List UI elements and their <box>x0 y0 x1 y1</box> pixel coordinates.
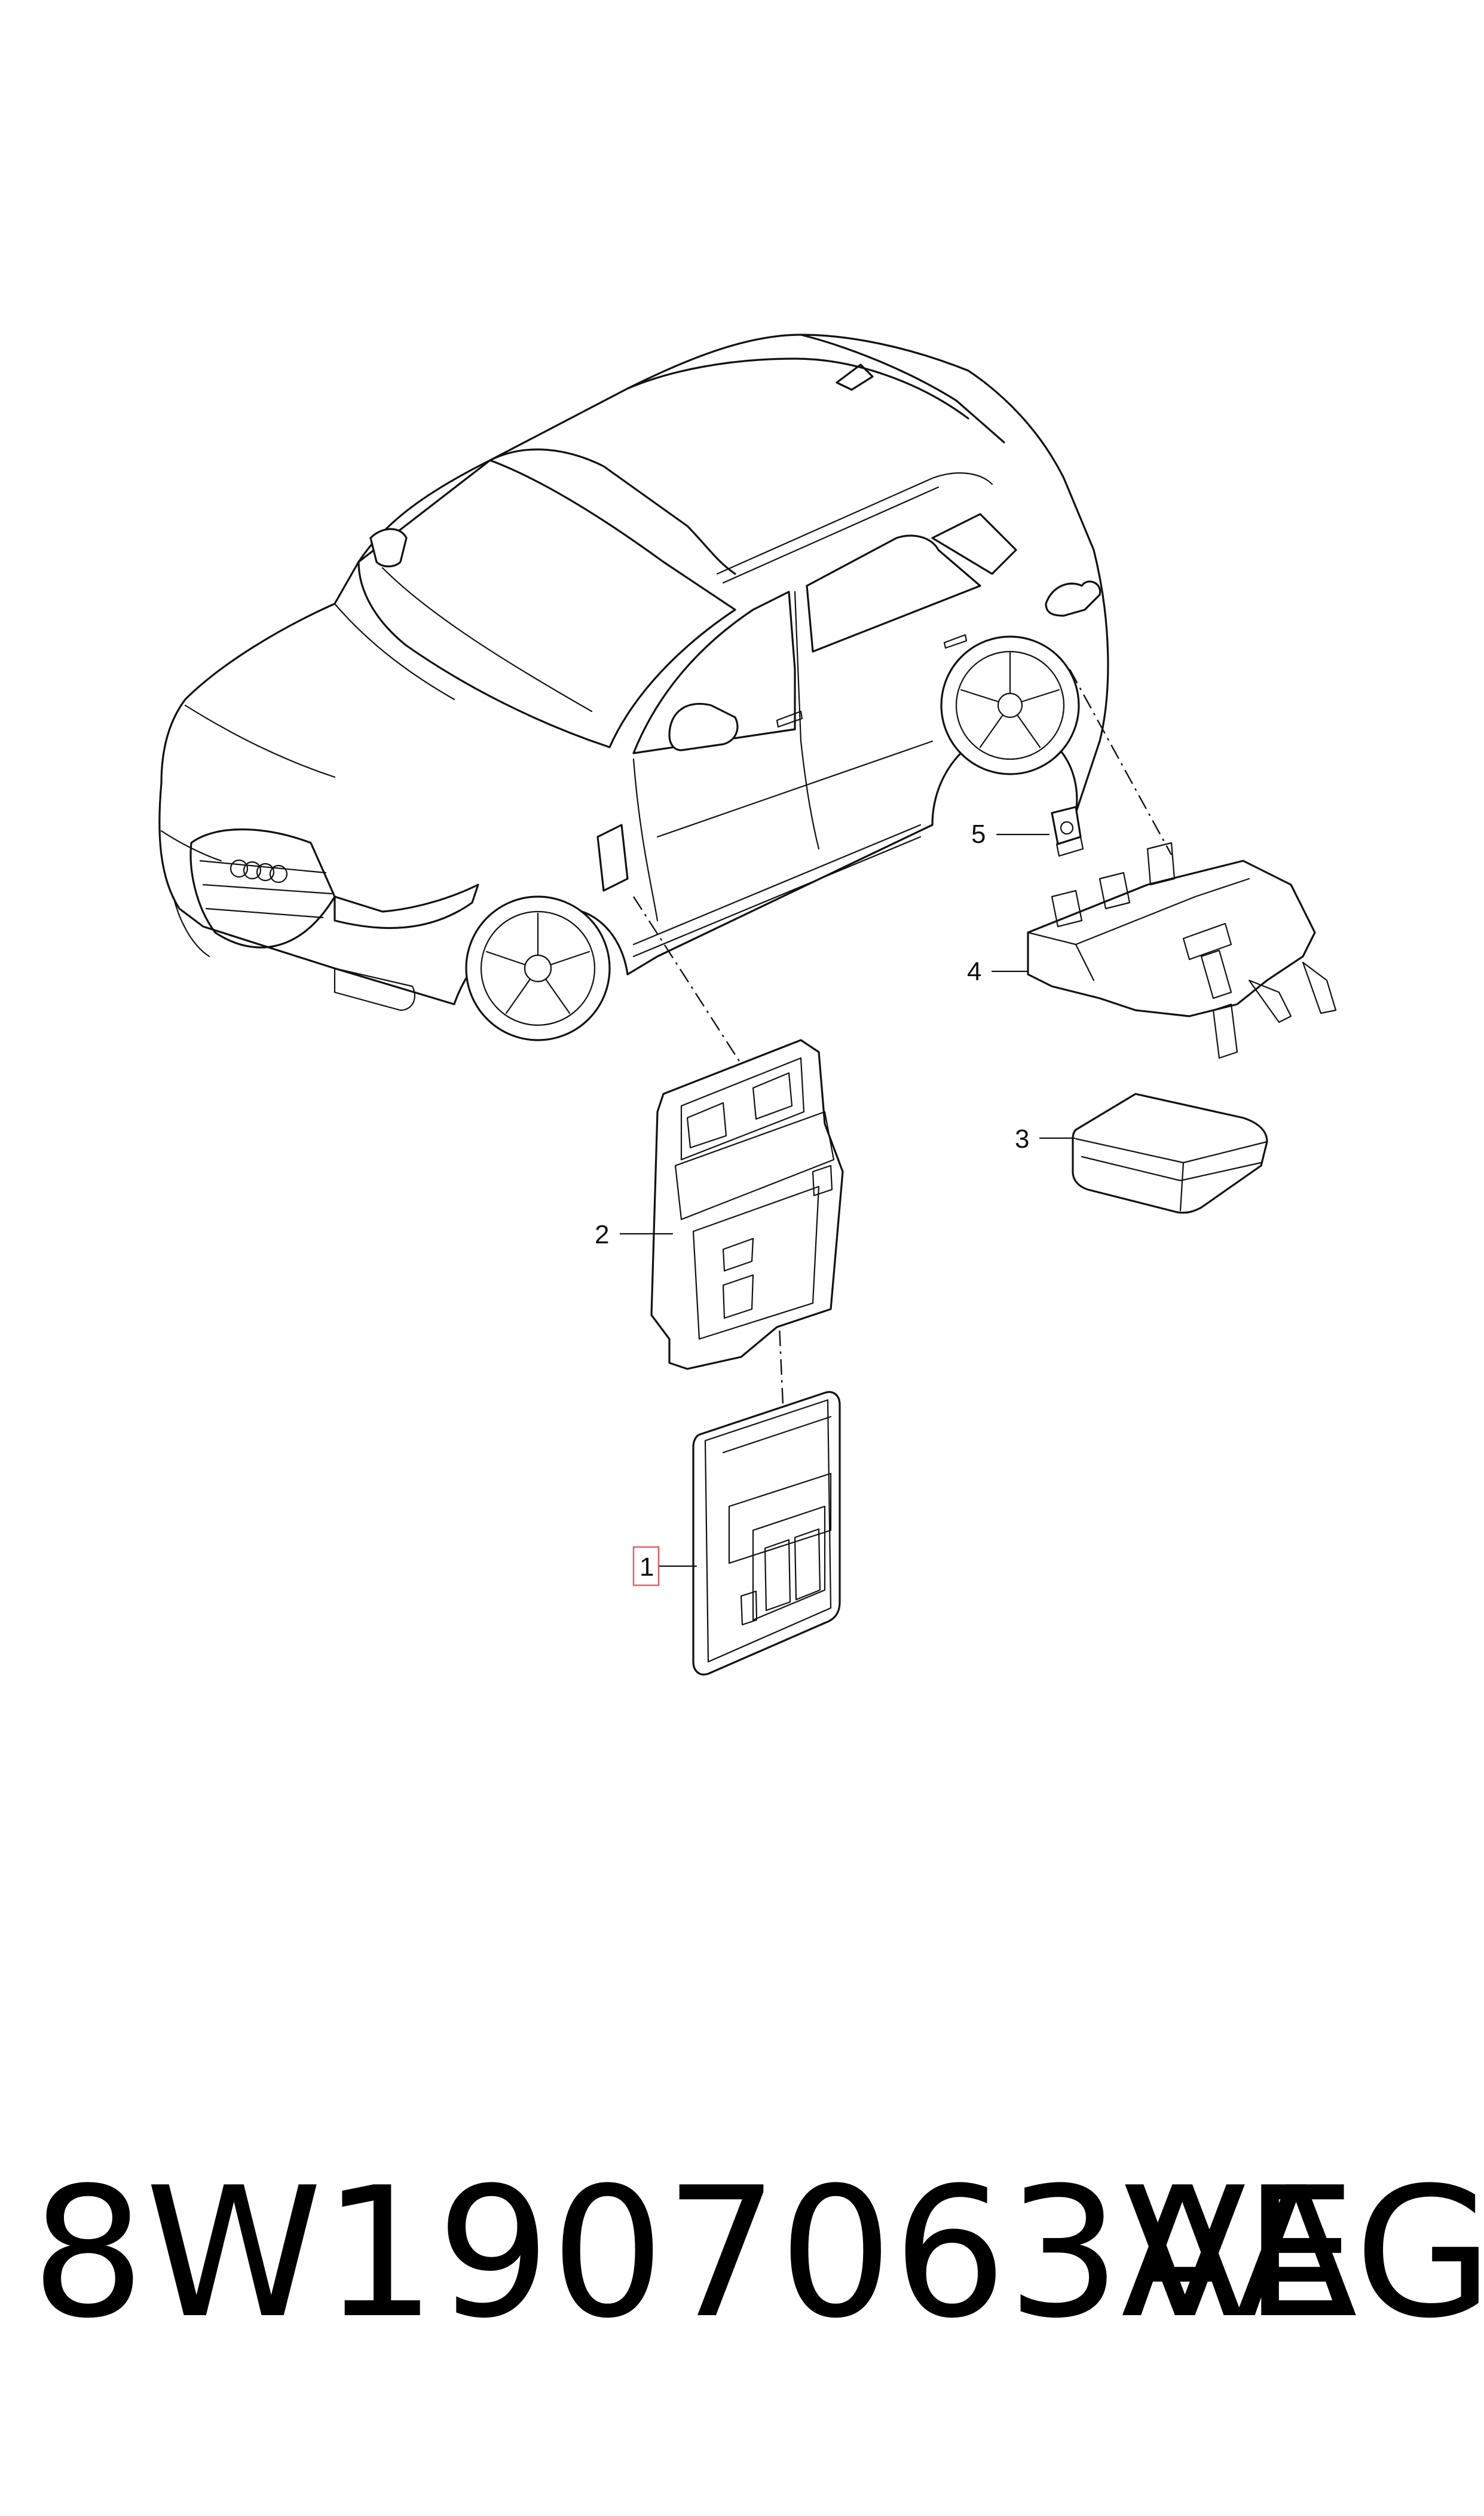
callout-1-highlight-box <box>632 1546 660 1586</box>
part-1-control-module <box>692 1391 841 1676</box>
callout-2: 2 <box>595 1220 674 1249</box>
part-5-clip-nut <box>1051 806 1084 857</box>
callout-2-label: 2 <box>595 1220 609 1249</box>
part-3-pad <box>1072 1093 1268 1214</box>
callout-3: 3 <box>1015 1124 1076 1154</box>
part-4-holder <box>1027 842 1337 1059</box>
part-number: 8W1907063AE <box>31 2149 1357 2358</box>
callout-1-label: 1 <box>640 1552 654 1582</box>
callout-4-label: 4 <box>967 957 981 986</box>
vehicle-illustration <box>158 334 1109 1041</box>
manufacturer: VAG <box>1124 2149 1484 2358</box>
exploded-parts-diagram: 5 4 3 2 1 <box>158 334 1337 1676</box>
callout-1: 1 <box>632 1546 697 1586</box>
callout-4: 4 <box>967 957 1028 986</box>
callout-5: 5 <box>971 820 1050 849</box>
callout-3-label: 3 <box>1015 1124 1029 1154</box>
callout-5-label: 5 <box>971 820 986 849</box>
part-2-mounting-bracket <box>650 1039 844 1370</box>
footer: 8W1907063AE VAG <box>0 2128 1484 2379</box>
